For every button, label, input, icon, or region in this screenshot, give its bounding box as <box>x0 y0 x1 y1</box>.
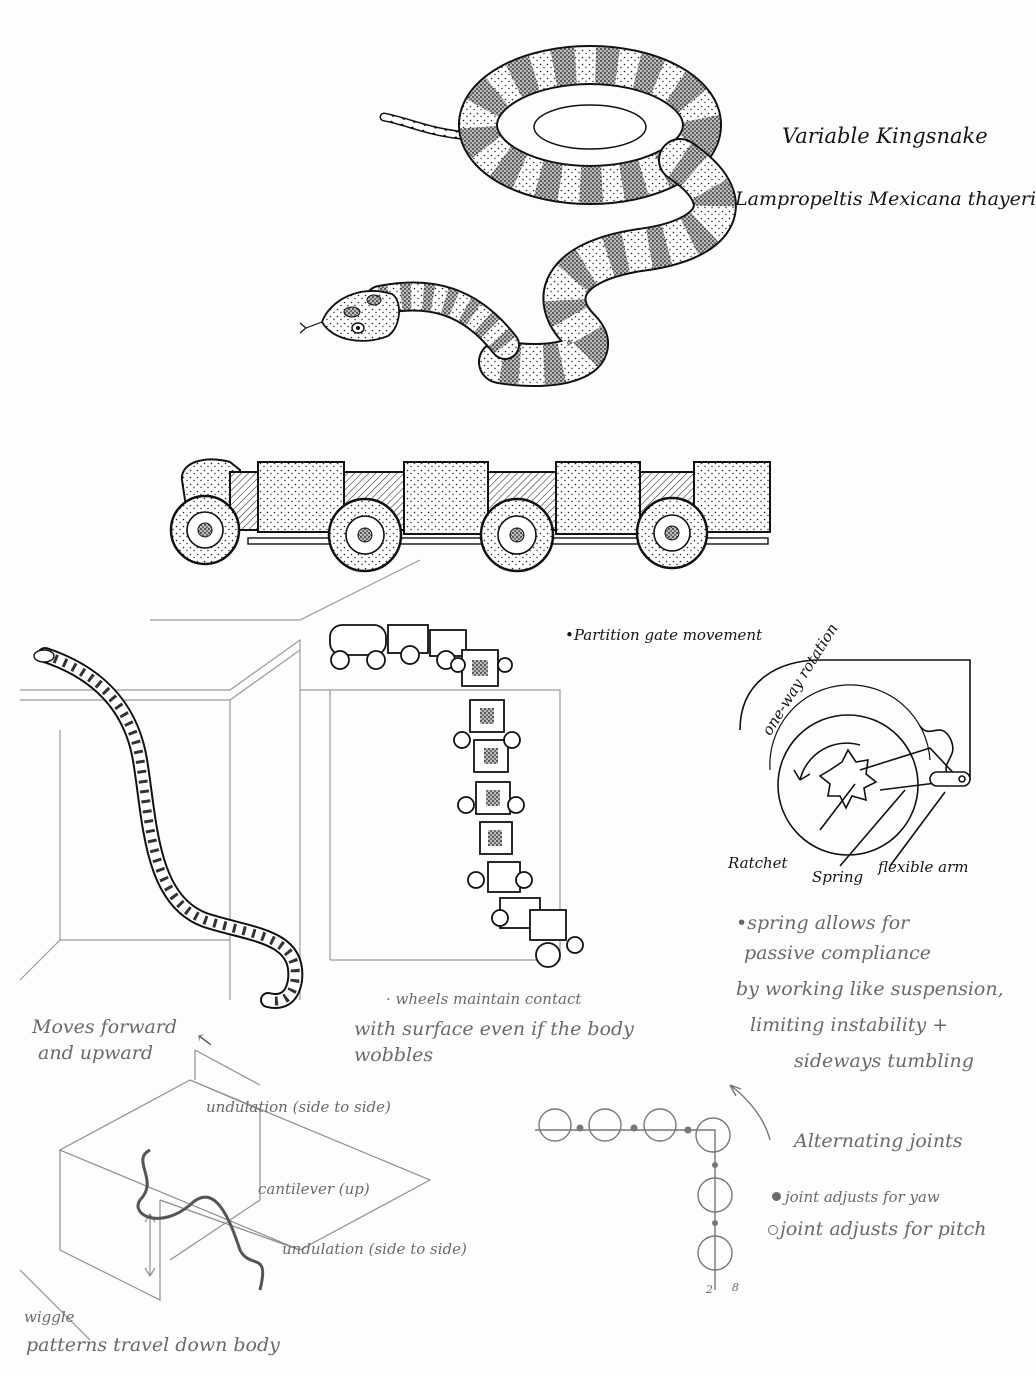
staircase-snake-sketch <box>19 559 561 1000</box>
compliance-note-line: sideways tumbling <box>794 1050 974 1072</box>
axis-number: 2 <box>706 1283 713 1296</box>
snake-robot-side-view <box>169 458 771 573</box>
pitch-legend: joint adjusts for pitch <box>768 1220 986 1239</box>
moves-note-line: Moves forward <box>32 1016 178 1038</box>
cantilever-label: cantilever (up) <box>258 1180 370 1198</box>
compliance-note-line: passive compliance <box>744 942 931 964</box>
undulation-top-label: undulation (side to side) <box>206 1098 391 1116</box>
ratchet-label: Ratchet <box>728 854 788 872</box>
compliance-note-line: limiting instability + <box>750 1014 949 1036</box>
yaw-legend-text: joint adjusts for yaw <box>785 1188 940 1206</box>
page-title-species: Lampropeltis Mexicana thayeri <box>735 188 1036 210</box>
axis-number: 8 <box>732 1281 739 1294</box>
flexible-arm-label: flexible arm <box>878 858 969 876</box>
page-title-common: Variable Kingsnake <box>782 124 988 148</box>
partition-gate-note: •Partition gate movement <box>565 626 763 644</box>
modular-robot-top-view <box>329 624 584 968</box>
gait-block-sketch <box>19 1049 432 1341</box>
undulation-bottom-label: undulation (side to side) <box>282 1240 467 1258</box>
yaw-joint-dot-icon <box>772 1192 781 1201</box>
pitch-joint-ring-icon <box>768 1225 778 1235</box>
pitch-legend-text: joint adjusts for pitch <box>780 1218 987 1240</box>
wheels-note-line: with surface even if the body <box>354 1018 634 1040</box>
wheels-note-line: wobbles <box>354 1044 434 1066</box>
moves-note-line: and upward <box>38 1042 154 1064</box>
ratchet-mechanism-diagram <box>739 659 971 867</box>
spring-label: Spring <box>812 868 864 886</box>
climbing-snake <box>33 647 304 1009</box>
wheels-note-line: · wheels maintain contact <box>386 990 582 1008</box>
compliance-note-line: by working like suspension, <box>736 978 1004 1000</box>
wiggle-label: wiggle <box>24 1308 75 1326</box>
yaw-legend: joint adjusts for yaw <box>772 1190 940 1205</box>
alternating-joints-heading: Alternating joints <box>794 1130 963 1152</box>
moves-arrow-icon: ↖ <box>194 1026 216 1054</box>
wiggle-note: patterns travel down body <box>26 1334 280 1356</box>
alternating-joints-schematic <box>535 1084 771 1290</box>
compliance-note-line: •spring allows for <box>736 912 910 934</box>
kingsnake-illustration <box>299 45 737 387</box>
